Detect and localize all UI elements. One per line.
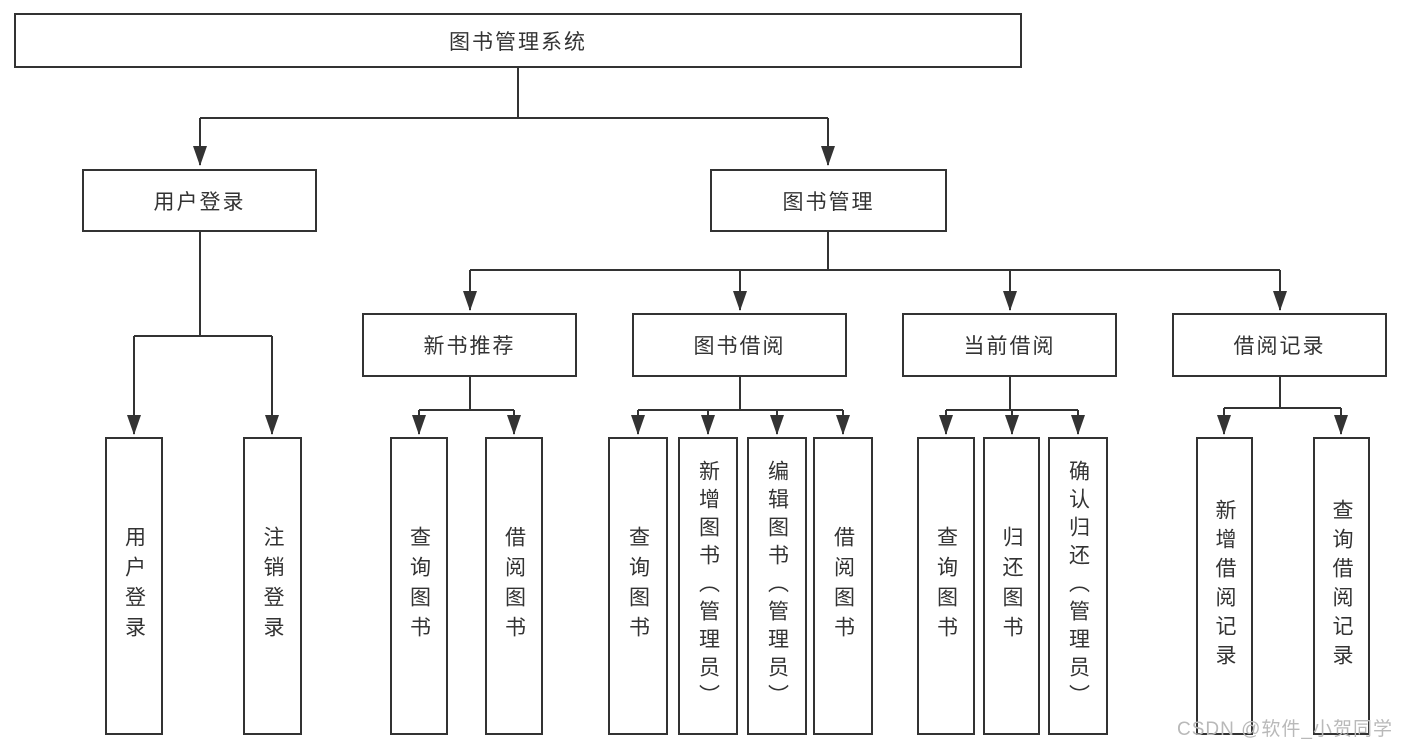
node-new-book-recommend: 新书推荐 — [362, 313, 577, 377]
node-user-login: 用户登录 — [82, 169, 317, 232]
leaf-query-books-current: 查询图书 — [917, 437, 975, 735]
leaf-query-borrow-record: 查询借阅记录 — [1313, 437, 1370, 735]
leaf-borrow-books-borrow: 借阅图书 — [813, 437, 873, 735]
node-root: 图书管理系统 — [14, 13, 1022, 68]
leaf-user-login: 用户登录 — [105, 437, 163, 735]
leaf-query-books-recommend: 查询图书 — [390, 437, 448, 735]
node-book-management: 图书管理 — [710, 169, 947, 232]
node-current-borrow: 当前借阅 — [902, 313, 1117, 377]
watermark: CSDN @软件_小贺同学 — [1177, 719, 1393, 740]
leaf-add-book-admin: 新增图书（管理员） — [678, 437, 738, 735]
leaf-logout: 注销登录 — [243, 437, 302, 735]
leaf-confirm-return-admin: 确认归还（管理员） — [1048, 437, 1108, 735]
node-book-borrow: 图书借阅 — [632, 313, 847, 377]
leaf-query-books-borrow: 查询图书 — [608, 437, 668, 735]
node-borrow-records: 借阅记录 — [1172, 313, 1387, 377]
leaf-return-book: 归还图书 — [983, 437, 1040, 735]
leaf-borrow-books-recommend: 借阅图书 — [485, 437, 543, 735]
leaf-add-borrow-record: 新增借阅记录 — [1196, 437, 1253, 735]
leaf-edit-book-admin: 编辑图书（管理员） — [747, 437, 807, 735]
